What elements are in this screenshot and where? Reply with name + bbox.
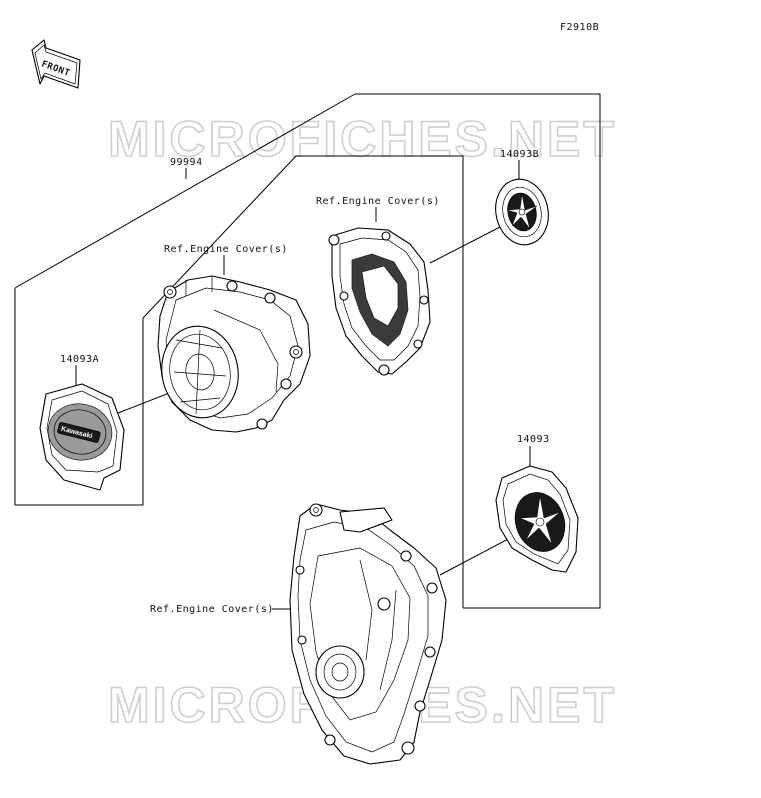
- ref-label-clutch-cover: Ref.Engine Cover(s): [150, 604, 274, 615]
- ref-label-small-cover: Ref.Engine Cover(s): [316, 196, 440, 207]
- part-number-14093: 14093: [517, 434, 550, 445]
- watermark-top: MICROFICHES.NET: [108, 111, 617, 167]
- small-engine-cover: [328, 227, 431, 376]
- part-number-14093b: 14093B: [500, 149, 539, 160]
- kit-bracket-outer: [355, 93, 601, 609]
- cover-14093a: Kawasaki: [39, 383, 125, 491]
- clutch-engine-cover: [289, 503, 447, 765]
- cover-14093: [495, 465, 579, 573]
- kit-bracket-inner: [142, 155, 464, 608]
- ref-label-generator-cover: Ref.Engine Cover(s): [164, 244, 288, 255]
- part-number-kit: 99994: [170, 157, 203, 168]
- part-number-14093a: 14093A: [60, 354, 99, 365]
- figure-code: F2910B: [560, 22, 599, 33]
- cover-14093b: [495, 178, 549, 246]
- front-arrow-icon: FRONT: [31, 39, 81, 89]
- generator-engine-cover: [157, 275, 311, 433]
